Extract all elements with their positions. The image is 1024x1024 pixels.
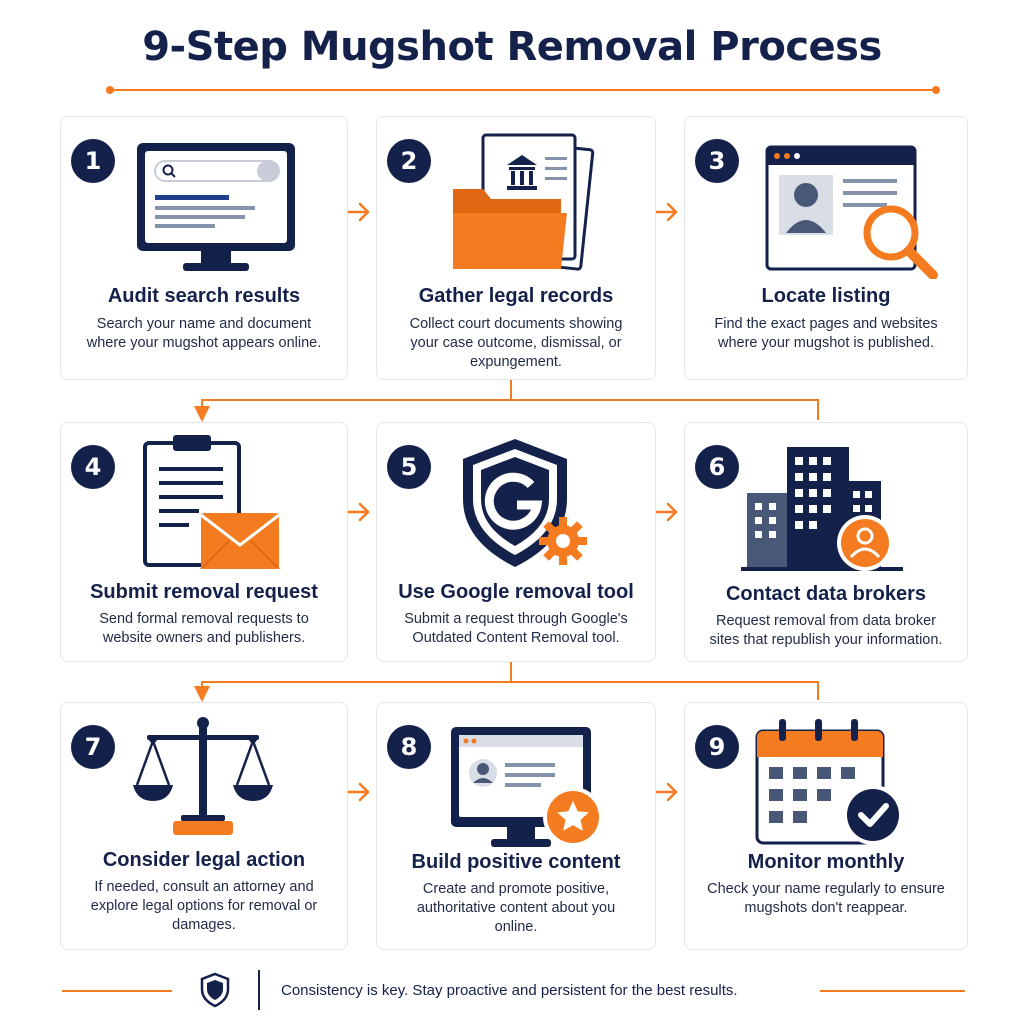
step-card-9: 9 Monitor monthly Check your name regula… (684, 702, 968, 950)
profile-search-icon (763, 143, 943, 284)
step-number: 4 (71, 445, 115, 489)
step-title: Use Google removal tool (398, 581, 634, 603)
step-description: Check your name regularly to ensure mugs… (707, 881, 945, 916)
step-card-1: 1 Audit search results Search your name … (60, 116, 348, 380)
monitor-search-icon (133, 139, 299, 279)
step-number: 7 (71, 725, 115, 769)
step-number: 6 (695, 445, 739, 489)
step-title: Build positive content (411, 851, 621, 873)
monitor-star-icon (447, 723, 607, 858)
step-card-4: 4 Submit removal request Send formal rem… (60, 422, 348, 662)
step-title: Submit removal request (90, 581, 318, 603)
underline-dot-left (106, 86, 114, 94)
step-number: 9 (695, 725, 739, 769)
step-card-2: 2 Gather legal records Collect court doc… (376, 116, 656, 380)
scales-of-justice-icon (133, 715, 289, 844)
step-description: Create and promote positive, authoritati… (416, 881, 616, 935)
footer-rule-right (820, 990, 965, 992)
step-number: 3 (695, 139, 739, 183)
step-card-8: 8 Build positive content Create and prom… (376, 702, 656, 950)
step-title: Contact data brokers (725, 583, 927, 605)
legal-folder-icon (449, 131, 599, 282)
step-number: 8 (387, 725, 431, 769)
step-description: Submit a request through Google's Outdat… (404, 611, 628, 646)
step-title: Audit search results (107, 285, 301, 307)
step-description: If needed, consult an attorney and explo… (90, 879, 318, 933)
title-underline (106, 86, 940, 94)
shield-icon (200, 972, 230, 1013)
page-title: 9-Step Mugshot Removal Process (142, 24, 882, 70)
connector-3-4 (194, 399, 819, 422)
step-number: 5 (387, 445, 431, 489)
step-card-6: 6 Contact data brokers (684, 422, 968, 662)
step-card-5: 5 Use Google rem (376, 422, 656, 662)
step-title: Gather legal records (418, 285, 614, 307)
footer-rule-left (62, 990, 172, 992)
connector-6-7 (194, 681, 819, 702)
step-description: Collect court documents showing your cas… (409, 316, 623, 370)
step-title: Monitor monthly (747, 851, 905, 873)
step-card-7: 7 Consider legal action If needed, consu… (60, 702, 348, 950)
calendar-check-icon (753, 717, 909, 852)
step-title: Locate listing (761, 285, 891, 307)
step-title: Consider legal action (102, 849, 306, 871)
step-description: Find the exact pages and websites where … (714, 316, 938, 351)
buildings-person-icon (741, 443, 905, 578)
step-description: Send formal removal requests to website … (99, 611, 309, 646)
step-description: Request removal from data broker sites t… (709, 613, 943, 648)
step-number: 2 (387, 139, 431, 183)
step-card-3: 3 Locate listing Find the exact pages an… (684, 116, 968, 380)
footer-text: Consistency is key. Stay proactive and p… (281, 982, 738, 999)
underline-dot-right (932, 86, 940, 94)
google-shield-icon (459, 435, 593, 576)
footer-separator (258, 970, 260, 1010)
step-description: Search your name and document where your… (86, 316, 322, 351)
step-number: 1 (71, 139, 115, 183)
clipboard-mail-icon (141, 433, 289, 574)
